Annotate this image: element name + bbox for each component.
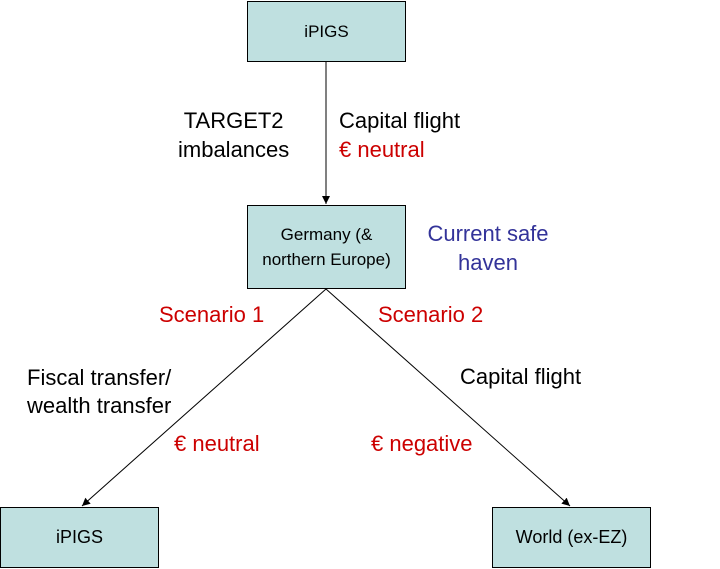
label-fiscal-line2: wealth transfer <box>27 393 172 418</box>
node-world: World (ex-EZ) <box>492 507 651 568</box>
node-bottom-left-label: iPIGS <box>55 527 103 547</box>
node-world-label: World (ex-EZ) <box>515 527 628 547</box>
label-current-safe-haven: Current safe haven <box>418 219 558 277</box>
arrow-middle-to-right <box>325 288 571 507</box>
node-germany: Germany (& northern Europe) <box>247 205 406 289</box>
node-germany-label: Germany (& northern Europe) <box>262 225 391 269</box>
arrow-middle-to-left <box>81 288 327 507</box>
node-top-ipigs: iPIGS <box>247 1 406 62</box>
label-scenario-2: Scenario 2 <box>378 302 484 327</box>
label-safe-haven-line2: haven <box>458 250 518 275</box>
label-target2: TARGET2 imbalances <box>178 106 289 164</box>
label-capital-flight-top: Capital flight € neutral <box>339 106 460 164</box>
label-euro-neutral-left: € neutral <box>174 431 260 456</box>
label-fiscal-transfer: Fiscal transfer/ wealth transfer <box>27 364 171 420</box>
label-scenario-1: Scenario 1 <box>159 302 265 327</box>
node-bottom-ipigs: iPIGS <box>0 507 159 568</box>
label-target2-line2: imbalances <box>178 137 290 162</box>
label-capital-flight-right: Capital flight <box>460 364 582 389</box>
label-euro-neutral-top: € neutral <box>339 137 425 162</box>
label-target2-line1: TARGET2 <box>183 108 284 133</box>
label-fiscal-line1: Fiscal transfer/ <box>27 365 172 390</box>
label-capital-flight-top-text: Capital flight <box>339 108 461 133</box>
node-top-label: iPIGS <box>304 21 349 41</box>
label-safe-haven-line1: Current safe <box>427 221 549 246</box>
label-euro-negative: € negative <box>371 431 473 456</box>
